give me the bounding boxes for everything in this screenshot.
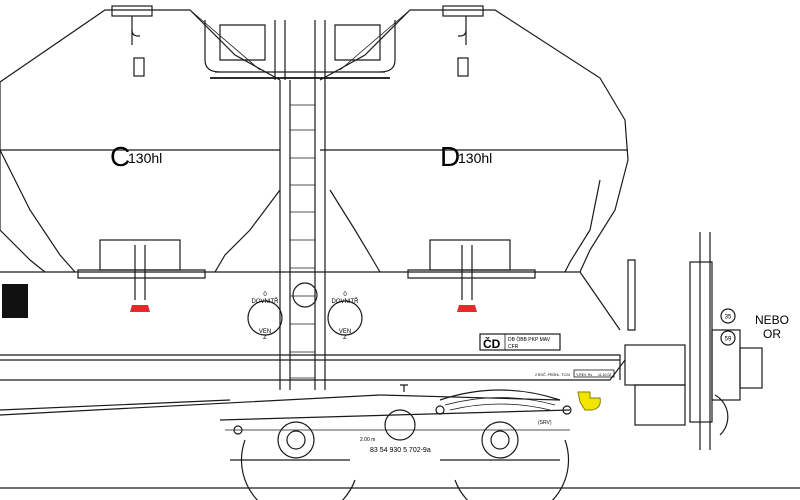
valve-left <box>130 305 150 312</box>
service-label: (SRV) <box>538 420 552 426</box>
revision-label-1: Y-REV <box>576 373 587 377</box>
compartment-volume-c: 130hl <box>128 150 162 166</box>
valve-right <box>457 305 477 312</box>
operator-box <box>479 333 561 351</box>
alt-note-line2: OR <box>763 327 781 341</box>
brake-note: 2.00 m <box>360 437 375 443</box>
door-label-left-middle: DOVNITŘ <box>252 297 280 305</box>
underframe <box>0 259 686 431</box>
speed-marker-59-label: 59 <box>725 337 732 343</box>
speed-marker-35 <box>720 308 736 324</box>
hopper-body <box>0 9 629 273</box>
bogie <box>0 389 800 500</box>
coupler-hook <box>577 391 601 411</box>
door-label-right-bottom1: VEN <box>339 329 351 335</box>
revision-label-2: Rv <box>588 373 593 377</box>
discharge-outlets <box>77 239 536 300</box>
door-label-right-middle: DOVNITŘ <box>332 297 360 305</box>
buffer-coupling <box>689 232 763 450</box>
wagon-number: 83 54 930 5 702-9a <box>370 447 431 454</box>
top-hatches <box>111 5 484 77</box>
compartment-volume-d: 130hl <box>458 150 492 166</box>
door-label-right-bottom2: Z <box>343 335 347 341</box>
speed-marker-59 <box>720 330 736 346</box>
side-plate <box>2 284 28 318</box>
side-doors <box>247 300 363 336</box>
operator-partners-line1: DB ÖBB PKP MAV <box>508 336 551 343</box>
ladder-assembly <box>204 20 396 390</box>
alt-note-line1: NEBO <box>755 313 789 327</box>
door-label-left-top: 0 <box>263 292 267 298</box>
door-label-left-bottom1: VEN <box>259 329 271 335</box>
operator-partners-line2: CFR <box>508 344 519 350</box>
revision-box <box>573 369 615 378</box>
compartment-letter-d: D <box>440 141 460 172</box>
speed-marker-35-label: 35 <box>725 315 732 321</box>
small-note: 2 ROČ. PRŮHL. TC24 <box>535 372 570 377</box>
revision-label-3: 11.10.02 <box>598 373 611 377</box>
door-label-left-bottom2: Z <box>263 335 267 341</box>
operator-mark: ČD <box>483 336 501 351</box>
compartment-letter-c: C <box>110 141 130 172</box>
door-label-right-top: 0 <box>343 292 347 298</box>
